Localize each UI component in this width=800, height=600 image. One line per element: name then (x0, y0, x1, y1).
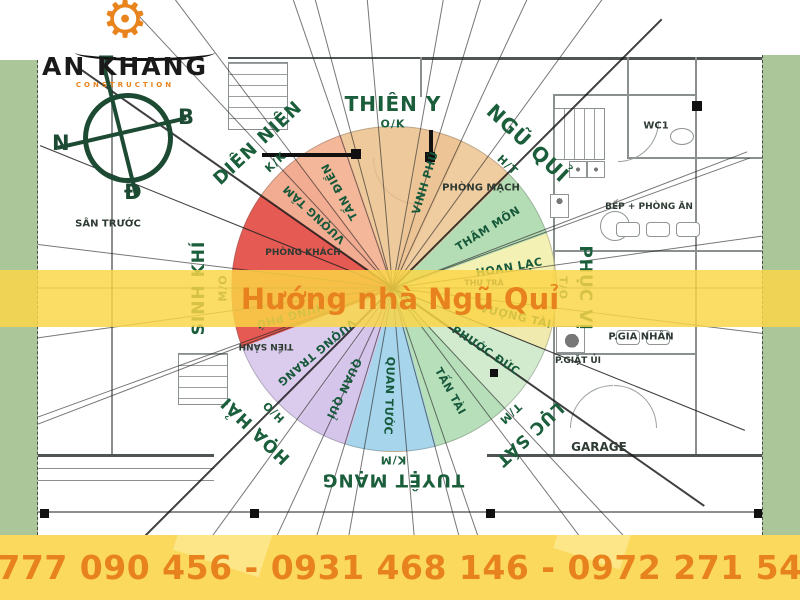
cung-abbr: K/M (379, 453, 407, 467)
toilet-icon (670, 128, 694, 145)
company-logo: ⚙ AN KHANG CONSTRUCTION (10, 0, 240, 94)
cung-label: HỌA HẢI (216, 392, 295, 469)
room-label: PHÒNG MẠCH (442, 182, 520, 194)
sink-icon (569, 161, 587, 178)
room-label: P.GIA NHÂN (608, 331, 674, 343)
room-label: SÂN TRƯỚC (75, 218, 141, 230)
cung-label: LỤC SÁT (491, 397, 568, 471)
cung-abbr: K/K (262, 149, 289, 176)
logo-swoosh (75, 44, 215, 61)
phone-numbers: 0777 090 456 - 0931 468 146 - 0972 271 5… (0, 548, 800, 587)
chair-icon (616, 222, 640, 237)
room-label: PHÒNG KHÁCH (265, 248, 341, 258)
wall (36, 511, 762, 513)
cung-abbr: H/O (259, 398, 288, 426)
cung-label: TUYỆT MẠNG (321, 469, 465, 491)
wheel-segment-label: TẤN ĐIỀN (318, 161, 361, 223)
compass-ring-icon (83, 93, 173, 183)
title-banner: Hướng nhà Ngũ Quỉ (0, 270, 800, 327)
logo-subtitle: CONSTRUCTION (75, 81, 175, 89)
column-marker (754, 509, 763, 518)
banner-title: Hướng nhà Ngũ Quỉ (240, 281, 560, 316)
gear-icon: ⚙ (101, 0, 149, 50)
column-marker (490, 369, 498, 377)
cung-abbr: T/M (496, 400, 525, 428)
wall (36, 480, 214, 481)
wall (36, 454, 214, 457)
wall (695, 57, 697, 252)
wheel-segment-label: QUAN TƯỚC (381, 356, 398, 436)
chair-icon (616, 330, 640, 345)
stairs (228, 62, 288, 130)
lintel-bar (429, 130, 433, 156)
room-label: P.GIẶT ỦI (555, 356, 601, 366)
wall (553, 94, 695, 96)
logo-name: AN KHANG (41, 52, 209, 81)
column-marker (40, 509, 49, 518)
sink-icon (587, 161, 605, 178)
room-label: TIỀN SẢNH (238, 341, 294, 351)
wall (228, 57, 420, 59)
compass-letter-left: N (52, 131, 70, 155)
wall (420, 57, 422, 97)
column-marker (692, 101, 702, 111)
compass-letter-bottom: Đ (124, 180, 142, 204)
column-marker (486, 509, 495, 518)
wall (420, 57, 762, 60)
room-label: WC1 (643, 120, 669, 132)
phone-bar: 0777 090 456 - 0931 468 146 - 0972 271 5… (0, 535, 800, 600)
wheel-segment-label: PHƯỚC ĐỨC (449, 323, 523, 379)
wheel-segment-label: QUAN QUỈ (323, 356, 365, 422)
stairs (553, 108, 605, 160)
lintel-bar (262, 153, 360, 157)
cung-abbr: O/K (380, 117, 406, 131)
room-label: BẾP + PHÒNG ĂN (605, 202, 693, 212)
column-marker (250, 509, 259, 518)
column-marker (425, 152, 435, 162)
compass: T B N Đ (0, 0, 260, 240)
wall (553, 94, 555, 254)
cung-label: THIÊN Y (344, 92, 442, 116)
wall (36, 468, 214, 469)
cung-label: NGŨ QUỈ (481, 98, 575, 188)
cung-abbr: H/T (494, 152, 521, 178)
wall (487, 454, 762, 457)
wall (111, 70, 113, 455)
wall (627, 157, 762, 159)
stove-icon (550, 194, 569, 218)
wall (553, 353, 697, 355)
wheel-segment-label: TẤN TÀI (431, 365, 469, 418)
wall (627, 57, 629, 157)
chair-icon (676, 222, 700, 237)
wheel-segment-label: VINH PHÚ (409, 149, 441, 216)
compass-letter-right: B (178, 105, 195, 129)
chair-icon (646, 222, 670, 237)
column-marker (351, 149, 361, 159)
wheel-segment-label: THÂM MÔN (453, 203, 523, 254)
chair-icon (646, 330, 670, 345)
room-label: GARAGE (571, 440, 627, 454)
